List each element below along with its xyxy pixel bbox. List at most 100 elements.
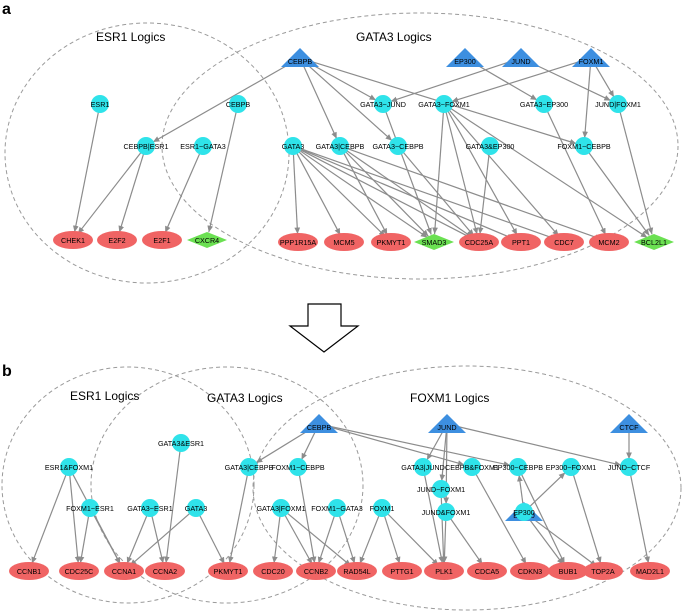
logic-node-esr1-gata3[interactable] xyxy=(194,137,212,155)
logic-node-gata3-cebpb[interactable] xyxy=(331,137,349,155)
foxm1-group-ellipse-b xyxy=(252,365,682,611)
target-e2f1[interactable] xyxy=(142,231,182,249)
edge-a-cebpb2-to-a-cxcr4 xyxy=(207,110,238,233)
logic-node-esr1-foxm1-label: ESR1&FOXM1 xyxy=(45,463,93,472)
edge-a-cebpb-to-a-cebpbiesr1 xyxy=(152,60,295,143)
target-pkmyt1-label: PKMYT1 xyxy=(377,238,406,247)
logic-node-ep300[interactable] xyxy=(515,503,533,521)
logic-node-jund-foxm1[interactable] xyxy=(609,95,627,113)
target-cdc20[interactable] xyxy=(253,562,293,580)
target-cdkn3[interactable] xyxy=(510,562,550,580)
logic-node-ep300-foxm1-label: EP300~FOXM1 xyxy=(546,463,597,472)
target-cdc7[interactable] xyxy=(544,233,584,251)
edge-a-jundifoxm1-to-a-bcl2l1 xyxy=(619,110,654,235)
target-ccnb2[interactable] xyxy=(296,562,336,580)
logic-node-foxm1-gata3[interactable] xyxy=(328,499,346,517)
target-smad3[interactable] xyxy=(414,234,454,250)
target-pttg1[interactable] xyxy=(382,562,422,580)
esr1-group-title-a: ESR1 Logics xyxy=(96,30,165,44)
logic-node-esr1[interactable] xyxy=(91,95,109,113)
logic-node-gata3-jund-label: GATA3~JUND xyxy=(360,100,406,109)
logic-node-gata3-ep300[interactable] xyxy=(481,137,499,155)
logic-node-esr1-gata3-label: ESR1~GATA3 xyxy=(180,142,225,151)
target-ccnb1[interactable] xyxy=(9,562,49,580)
target-rad54l-label: RAD54L xyxy=(343,567,370,576)
regulator-ep300-icon[interactable] xyxy=(446,48,484,67)
logic-node-gata3-esr1[interactable] xyxy=(141,499,159,517)
target-ppt1[interactable] xyxy=(501,233,541,251)
edge-a-gata3-to-a-ppp1r15a xyxy=(292,152,301,235)
logic-node-cebpb-esr1[interactable] xyxy=(137,137,155,155)
target-ppp1r15a[interactable] xyxy=(278,233,318,251)
target-rad54l[interactable] xyxy=(337,562,377,580)
target-cdca5[interactable] xyxy=(467,562,507,580)
edge-a-cebpbiesr1-to-a-e2f2 xyxy=(118,152,145,233)
logic-node-gata3[interactable] xyxy=(284,137,302,155)
logic-node-gata3-ep300[interactable] xyxy=(535,95,553,113)
edge-b-esr1afoxm1-to-b-cdc25c xyxy=(69,473,81,564)
logic-node-gata3-cebpb[interactable] xyxy=(389,137,407,155)
target-cxcr4[interactable] xyxy=(187,232,227,248)
target-plk1[interactable] xyxy=(424,562,464,580)
logic-node-foxm1-esr1[interactable] xyxy=(81,499,99,517)
regulator-ctcf-icon[interactable] xyxy=(610,414,648,433)
target-mad2l1[interactable] xyxy=(630,562,670,580)
regulator-jund-icon[interactable] xyxy=(428,414,466,433)
target-mcm5-label: MCM5 xyxy=(333,238,354,247)
logic-node-gata3-jund[interactable] xyxy=(374,95,392,113)
target-mcm5[interactable] xyxy=(324,233,364,251)
logic-node-gata3-jund[interactable] xyxy=(414,458,432,476)
logic-node-ep300-foxm1[interactable] xyxy=(562,458,580,476)
logic-node-gata3-esr1[interactable] xyxy=(172,434,190,452)
target-top2a[interactable] xyxy=(583,562,623,580)
logic-node-gata3[interactable] xyxy=(187,499,205,517)
target-smad3-label: SMAD3 xyxy=(422,238,447,247)
regulator-cebpb-icon[interactable] xyxy=(300,414,338,433)
logic-node-cebpb[interactable] xyxy=(229,95,247,113)
target-e2f2[interactable] xyxy=(97,231,137,249)
regulator-jund-icon[interactable] xyxy=(502,48,540,67)
logic-node-gata3-foxm1[interactable] xyxy=(272,499,290,517)
logic-node-jund-foxm1[interactable] xyxy=(432,480,450,498)
logic-node-jund-foxm1-label: JUND|FOXM1 xyxy=(595,100,641,109)
regulator-cebpb-icon[interactable] xyxy=(281,48,319,67)
logic-node-gata3-cebpb[interactable] xyxy=(240,458,258,476)
target-ccna1[interactable] xyxy=(104,562,144,580)
logic-node-foxm1[interactable] xyxy=(373,499,391,517)
logic-node-gata3-cebpb-label: GATA3|CEBPB xyxy=(225,463,274,472)
target-pkmyt1[interactable] xyxy=(208,562,248,580)
target-cdc25a[interactable] xyxy=(459,233,499,251)
target-cdkn3-label: CDKN3 xyxy=(518,567,542,576)
target-bcl2l1[interactable] xyxy=(634,234,674,250)
regulator-foxm1-icon[interactable] xyxy=(572,48,610,67)
edge-b-foxm1-to-b-rad54l xyxy=(359,514,380,564)
logic-node-jund-foxm1[interactable] xyxy=(437,503,455,521)
edge-b-gata3-to-b-pkmyt1 xyxy=(198,513,225,565)
logic-node-foxm1-cebpb[interactable] xyxy=(575,137,593,155)
logic-node-gata3-foxm1[interactable] xyxy=(435,95,453,113)
logic-node-ep300-cebpb[interactable] xyxy=(509,458,527,476)
target-mcm2[interactable] xyxy=(589,233,629,251)
logic-node-foxm1-cebpb[interactable] xyxy=(289,458,307,476)
target-cdc25c[interactable] xyxy=(59,562,99,580)
target-ccna2[interactable] xyxy=(145,562,185,580)
edge-b-gata3ifoxm1-to-b-rad54l xyxy=(286,512,352,567)
logic-node-esr1-foxm1[interactable] xyxy=(60,458,78,476)
edge-b-foxm1ncebpb-to-b-ccnb2 xyxy=(298,473,317,564)
edge-b-gata3-to-b-ccna1 xyxy=(129,512,192,567)
target-bub1[interactable] xyxy=(548,562,588,580)
target-bcl2l1-label: BCL2L1 xyxy=(641,238,667,247)
gata3-group-ellipse-a xyxy=(161,12,679,280)
logic-node-jund-ctcf[interactable] xyxy=(620,458,638,476)
logic-node-cebpb-foxm1[interactable] xyxy=(463,458,481,476)
logic-node-foxm1-gata3-label: FOXM1~GATA3 xyxy=(311,504,362,513)
target-chek1[interactable] xyxy=(53,231,93,249)
target-ccnb1-label: CCNB1 xyxy=(17,567,41,576)
target-pkmyt1[interactable] xyxy=(371,233,411,251)
target-mad2l1-label: MAD2L1 xyxy=(636,567,664,576)
logic-node-foxm1-cebpb-label: FOXM1~CEBPB xyxy=(557,142,611,151)
edge-layer xyxy=(31,59,654,567)
edge-a-gata3-to-a-mcm5 xyxy=(295,151,341,236)
edge-a-gata3nfoxm1-to-a-cdc25a xyxy=(445,110,479,235)
edge-a-gata3nep300-to-a-mcm2 xyxy=(546,110,607,236)
